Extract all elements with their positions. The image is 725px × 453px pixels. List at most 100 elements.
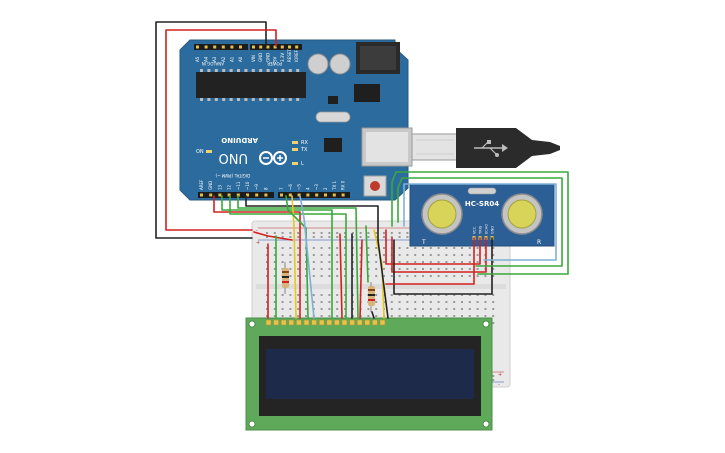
smd-component [328, 96, 338, 104]
lcd-pin [334, 319, 340, 326]
wire-sensor-trig [397, 177, 563, 267]
chip-leg [200, 69, 203, 72]
breadboard-hole [273, 254, 276, 256]
dc-jack-inner [360, 46, 396, 70]
breadboard-hole [398, 254, 401, 256]
breadboard-hole [398, 294, 401, 296]
voltage-regulator [354, 84, 380, 102]
header-pins [196, 45, 345, 197]
breadboard-hole [468, 268, 471, 270]
sensor-model: HC-SR04 [465, 200, 499, 208]
breadboard-hole [266, 301, 268, 303]
breadboard-hole [383, 232, 385, 234]
breadboard-hole [289, 301, 292, 303]
breadboard-hole [492, 247, 495, 249]
breadboard-hole [344, 261, 346, 263]
breadboard-hole [336, 254, 339, 256]
breadboard-hole [429, 294, 432, 296]
breadboard-hole [461, 315, 463, 317]
pin-label: A5 [195, 56, 200, 62]
breadboard-hole [492, 268, 495, 270]
capacitor [329, 53, 351, 75]
header-pin [259, 45, 263, 49]
breadboard-hole [453, 294, 456, 296]
lcd-pin [296, 319, 302, 326]
chip-leg [200, 98, 203, 101]
breadboard-hole [336, 275, 339, 277]
chip-leg [207, 69, 211, 72]
breadboard-hole [273, 294, 276, 296]
pin-label: A0 [238, 56, 243, 62]
breadboard-hole [328, 294, 331, 296]
breadboard-hole [320, 254, 323, 256]
wire-d4 [229, 195, 347, 319]
breadboard-hole [476, 275, 479, 277]
breadboard-hole [281, 232, 284, 234]
led-l [292, 162, 298, 165]
breadboard-hole [281, 294, 284, 296]
breadboard-hole [398, 268, 401, 270]
chip-leg [259, 98, 263, 101]
breadboard-hole [328, 268, 331, 270]
breadboard-hole [476, 301, 479, 303]
chip-leg [266, 98, 270, 101]
breadboard-hole [375, 254, 378, 256]
breadboard-hole [453, 268, 456, 270]
breadboard-hole [453, 315, 456, 317]
digital-header-left [198, 192, 274, 198]
breadboard-hole [445, 261, 448, 263]
wire-d5 [237, 195, 359, 319]
crystal [315, 111, 351, 123]
breadboard-hole [289, 315, 292, 317]
header-pin [297, 193, 301, 197]
transducer-mesh [427, 199, 457, 229]
breadboard-hole [461, 294, 463, 296]
breadboard-hole [383, 261, 385, 263]
wire-d12 [285, 195, 309, 319]
pin-label: ~5 [297, 184, 302, 190]
breadboard-hole [484, 275, 487, 277]
breadboard-hole [406, 236, 409, 238]
breadboard-hole [367, 308, 370, 310]
breadboard-hole [297, 308, 300, 310]
breadboard-hole [297, 275, 300, 277]
wire-sensor-blue [403, 183, 557, 261]
breadboard-hole [312, 268, 315, 270]
breadboard-hole [375, 275, 378, 277]
breadboard-hole [492, 261, 495, 263]
breadboard-hole [406, 268, 409, 270]
header-pin [288, 45, 291, 49]
rail-plus-label-bottom: + [498, 372, 502, 378]
breadboard-hole [297, 247, 300, 249]
pin-label: ~3 [314, 184, 319, 190]
breadboard-hole [476, 268, 479, 270]
breadboard-hole [297, 315, 300, 317]
breadboard-hole [492, 375, 495, 377]
breadboard-hole [453, 261, 456, 263]
wire-5v-loop [165, 29, 277, 231]
breadboard-hole [390, 301, 393, 303]
breadboard-hole [320, 247, 323, 249]
breadboard-hole [336, 315, 339, 317]
pin-label: GND [258, 53, 263, 62]
chip-leg [274, 98, 277, 101]
breadboard-hole [344, 254, 346, 256]
breadboard-hole [281, 301, 284, 303]
header-pin [280, 193, 283, 197]
sensor-pin-label: GND [491, 226, 495, 234]
lcd-pin [326, 319, 333, 326]
breadboard-hole [344, 232, 346, 234]
breadboard-hole [422, 308, 424, 310]
chip-leg [274, 69, 277, 72]
breadboard-hole [266, 247, 268, 249]
breadboard-hole [320, 315, 323, 317]
breadboard-hole [312, 301, 315, 303]
header-pin [252, 45, 255, 49]
breadboard-hole [273, 232, 276, 234]
breadboard-hole [429, 315, 432, 317]
breadboard-hole [367, 236, 370, 238]
breadboard-hole [422, 254, 424, 256]
wire-sensor-red [391, 237, 487, 273]
breadboard-hole [297, 261, 300, 263]
